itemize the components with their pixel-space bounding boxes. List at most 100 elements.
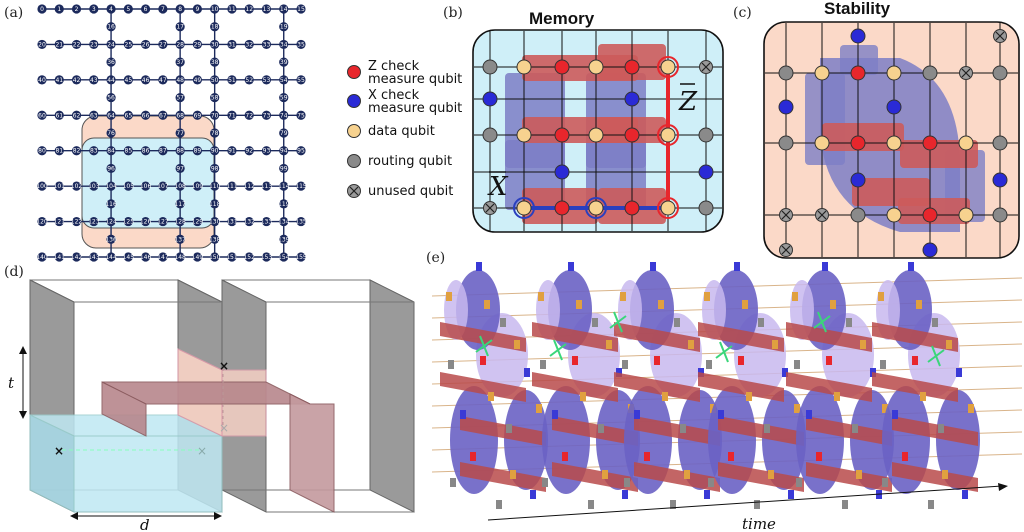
qubit-node	[106, 75, 116, 85]
qubit-node	[158, 181, 168, 191]
qubit-number: 67	[159, 112, 167, 119]
slice-red-bar	[532, 322, 618, 352]
qubit-node	[54, 39, 64, 50]
qubit-number: 153	[261, 254, 273, 261]
qubit-node	[192, 181, 202, 191]
qubit-number: 122	[71, 219, 83, 226]
qubit-number: 43	[90, 77, 98, 84]
qubit-node	[158, 4, 168, 14]
slice-qubit-square	[764, 424, 770, 433]
lattice-qubit	[850, 207, 866, 223]
lattice-qubit	[922, 242, 938, 258]
qubit-number: 13	[263, 6, 271, 13]
slice-red-bar	[460, 462, 546, 492]
slice-qubit-square	[882, 404, 888, 413]
slice-qubit-square	[680, 424, 686, 433]
qubit-number: 45	[125, 77, 133, 84]
qubit-number: 30	[211, 41, 219, 48]
z-logical-operator-label: Z	[678, 87, 698, 117]
qubit-number: 71	[228, 112, 236, 119]
lattice-qubit	[554, 200, 570, 216]
time-arrow-head	[998, 483, 1008, 491]
qubit-number: 83	[90, 148, 98, 155]
qubit-number: 63	[90, 112, 98, 119]
qubit-number: 26	[142, 41, 150, 48]
slice-qubit-square	[620, 292, 626, 301]
qubit-number: 75	[297, 112, 305, 119]
qubit-number: 88	[176, 148, 184, 155]
lattice-qubit	[698, 127, 714, 143]
qubit-node	[37, 252, 47, 262]
lattice-qubit	[958, 207, 974, 223]
error-marker	[549, 343, 567, 357]
lattice-qubit	[922, 207, 938, 223]
qubit-node	[244, 252, 254, 262]
qubit-number: 74	[280, 112, 288, 119]
lattice-qubit	[482, 127, 498, 143]
qubit-number: 7	[161, 6, 165, 13]
qubit-number: 59	[280, 95, 288, 102]
slice-qubit-square	[928, 500, 934, 509]
qubit-number: 120	[36, 219, 48, 226]
qubit-node	[261, 4, 272, 14]
qubit-node	[210, 234, 220, 244]
slice-red-bar	[786, 322, 872, 352]
slice-red-bar	[786, 372, 872, 402]
qubit-node	[175, 57, 185, 67]
qubit-number: 16	[107, 24, 115, 31]
slice-qubit-square	[878, 292, 884, 301]
qubit-node	[279, 75, 289, 85]
slice-qubit-square	[514, 340, 520, 349]
qubit-node	[296, 252, 306, 262]
qubit-node	[37, 181, 47, 191]
slice-qubit-square	[912, 356, 918, 365]
slice-qubit-square	[634, 410, 640, 419]
qubit-number: 124	[105, 219, 117, 226]
legend-swatch	[347, 124, 361, 138]
lattice-qubit	[778, 135, 794, 151]
qubit-number: 145	[123, 254, 135, 261]
qubit-number: 149	[192, 254, 204, 261]
qubit-number: 130	[209, 219, 221, 226]
slice-qubit-square	[674, 318, 680, 327]
slice-qubit-square	[592, 318, 598, 327]
lattice-qubit	[886, 65, 902, 81]
operator-ring	[657, 56, 679, 78]
qubit-number: 87	[159, 148, 167, 155]
qubit-number: 6	[144, 6, 148, 13]
qubit-number: 66	[142, 112, 150, 119]
slice-qubit-square	[476, 262, 482, 271]
slice-red-bar	[892, 462, 978, 492]
qubit-node	[71, 146, 82, 156]
qubit-node	[279, 252, 289, 262]
qubit-node	[106, 39, 116, 50]
lattice-qubit	[660, 59, 676, 75]
slice-qubit-square	[704, 292, 710, 301]
lattice-qubit	[958, 135, 974, 151]
qubit-number: 21	[55, 41, 63, 48]
slice-qubit-square	[738, 356, 744, 365]
qubit-number: 81	[55, 148, 63, 155]
lattice-qubit	[850, 65, 866, 81]
unused-cross	[701, 62, 711, 72]
lattice-qubit	[516, 127, 532, 143]
slice-red-bar	[892, 416, 978, 446]
qubit-number: 22	[73, 41, 81, 48]
qubit-number: 1	[57, 6, 61, 13]
qubit-number: 48	[176, 77, 184, 84]
qubit-node	[279, 57, 289, 67]
qubit-number: 9	[195, 6, 199, 13]
slice-qubit-square	[576, 300, 582, 309]
memory-panel: Memory Z X	[472, 9, 724, 233]
qubit-number: 132	[243, 219, 255, 226]
slice-qubit-square	[794, 360, 800, 369]
qubit-number: 73	[263, 112, 271, 119]
qubit-number: 135	[295, 219, 307, 226]
slice-qubit-square	[860, 340, 866, 349]
slice-qubit-square	[856, 470, 862, 479]
qubit-node	[175, 163, 185, 174]
qubit-node	[141, 252, 151, 262]
qubit-node	[279, 216, 289, 227]
time-slice	[440, 262, 548, 509]
